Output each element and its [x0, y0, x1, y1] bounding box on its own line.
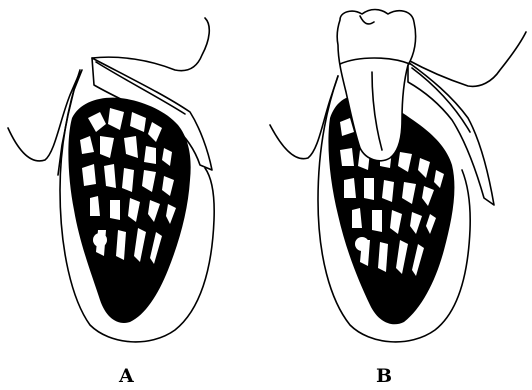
- panel-a: [8, 18, 214, 342]
- panel-label-b: B: [376, 367, 392, 386]
- panel-label-a: A: [119, 367, 134, 386]
- panel-b: [270, 10, 526, 342]
